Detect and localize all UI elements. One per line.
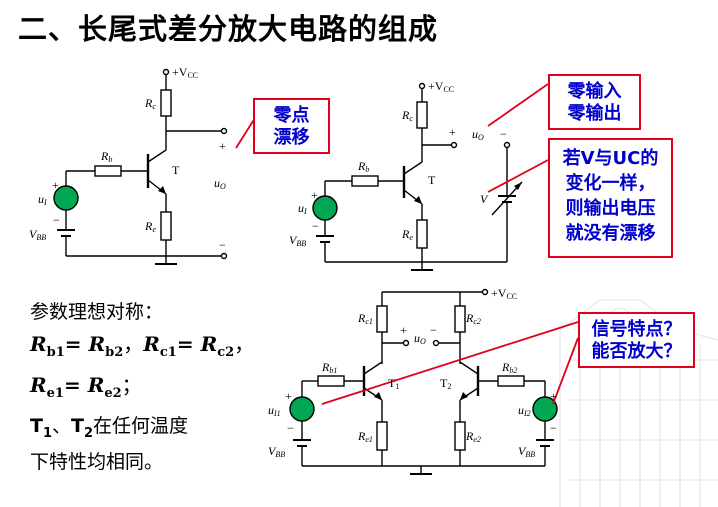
svg-text:uI: uI bbox=[298, 201, 307, 216]
callout-leaders bbox=[235, 83, 579, 405]
svg-text:+: + bbox=[400, 323, 407, 337]
condition-rb: Rb1= Rb2，Rc1= Rc2， bbox=[30, 332, 255, 360]
resistor-re1 bbox=[376, 421, 388, 451]
svg-text:VBB: VBB bbox=[289, 233, 306, 248]
svg-text:−: − bbox=[219, 238, 226, 252]
svg-text:+: + bbox=[550, 389, 557, 403]
svg-text:−: − bbox=[550, 421, 557, 435]
svg-text:Rc: Rc bbox=[401, 108, 413, 123]
svg-text:+: + bbox=[52, 178, 59, 192]
svg-text:uO: uO bbox=[414, 331, 426, 346]
callout-zero-drift: 零点 漂移 bbox=[253, 98, 330, 154]
svg-text:Rc1: Rc1 bbox=[357, 311, 373, 326]
symmetry-conditions: 参数理想对称： Rb1= Rb2，Rc1= Rc2， Re1= Re2； T1、… bbox=[30, 298, 254, 476]
svg-text:T2: T2 bbox=[440, 376, 451, 391]
svg-text:T1: T1 bbox=[388, 376, 399, 391]
svg-text:Rb2: Rb2 bbox=[501, 360, 517, 375]
svg-text:Rb1: Rb1 bbox=[321, 360, 337, 375]
callout-signal-question: 信号特点？ 能否放大？ bbox=[578, 312, 695, 368]
svg-text:Rb: Rb bbox=[100, 149, 112, 164]
conditions-heading: 参数理想对称： bbox=[30, 301, 164, 323]
circuit-basic-amplifier bbox=[53, 68, 228, 265]
resistor-rb bbox=[351, 175, 379, 187]
resistor-rc bbox=[160, 89, 172, 117]
resistor-rb bbox=[94, 165, 122, 177]
condition-transistors: T1、T2在任何温度 bbox=[30, 415, 189, 441]
svg-text:Re: Re bbox=[401, 227, 413, 242]
svg-text:T: T bbox=[172, 163, 180, 177]
resistor-re bbox=[160, 211, 172, 241]
svg-text:−: − bbox=[312, 219, 319, 233]
svg-text:Re2: Re2 bbox=[465, 429, 481, 444]
svg-text:uI1: uI1 bbox=[268, 403, 281, 418]
svg-text:T: T bbox=[428, 173, 436, 187]
resistor-rc bbox=[416, 101, 428, 129]
condition-temperature: 下特性均相同。 bbox=[30, 450, 164, 473]
svg-text:Rc: Rc bbox=[144, 96, 156, 111]
svg-text:VBB: VBB bbox=[29, 227, 46, 242]
resistor-re2 bbox=[454, 421, 466, 451]
svg-text:+: + bbox=[219, 139, 226, 153]
svg-text:+VCC: +VCC bbox=[491, 286, 517, 301]
svg-text:+VCC: +VCC bbox=[172, 65, 198, 80]
resistor-rb1 bbox=[317, 375, 345, 387]
circuit-drift-compensation bbox=[312, 82, 523, 271]
svg-text:Rc2: Rc2 bbox=[465, 311, 481, 326]
svg-text:V: V bbox=[480, 192, 489, 206]
resistor-rc1 bbox=[376, 305, 388, 333]
signal-source-ui1 bbox=[289, 396, 315, 422]
condition-re: Re1= Re2； bbox=[30, 373, 142, 401]
resistor-rb2 bbox=[497, 375, 525, 387]
circuit-long-tail-pair bbox=[289, 288, 558, 475]
svg-text:−: − bbox=[430, 323, 437, 337]
page-title: 二、长尾式差分放大电路的组成 bbox=[18, 12, 439, 46]
svg-text:Re1: Re1 bbox=[357, 429, 373, 444]
callout-same-change-no-drift: 若V与UC的 变化一样， 则输出电压 就没有漂移 bbox=[548, 138, 673, 258]
svg-text:+: + bbox=[311, 188, 318, 202]
svg-text:uO: uO bbox=[214, 176, 226, 191]
svg-text:−: − bbox=[287, 421, 294, 435]
svg-text:uO: uO bbox=[472, 127, 484, 142]
svg-text:+: + bbox=[285, 389, 292, 403]
svg-text:VBB: VBB bbox=[268, 444, 285, 459]
svg-text:−: − bbox=[53, 213, 60, 227]
svg-text:Rb: Rb bbox=[357, 159, 369, 174]
svg-text:+: + bbox=[449, 125, 456, 139]
svg-text:VBB: VBB bbox=[518, 444, 535, 459]
svg-text:uI: uI bbox=[38, 192, 47, 207]
resistor-re bbox=[416, 219, 428, 249]
callout-zero-input-zero-output: 零输入 零输出 bbox=[548, 74, 641, 130]
svg-text:−: − bbox=[500, 127, 507, 141]
svg-text:Re: Re bbox=[144, 219, 156, 234]
svg-text:+VCC: +VCC bbox=[428, 79, 454, 94]
svg-text:uI2: uI2 bbox=[518, 403, 531, 418]
resistor-rc2 bbox=[454, 305, 466, 333]
